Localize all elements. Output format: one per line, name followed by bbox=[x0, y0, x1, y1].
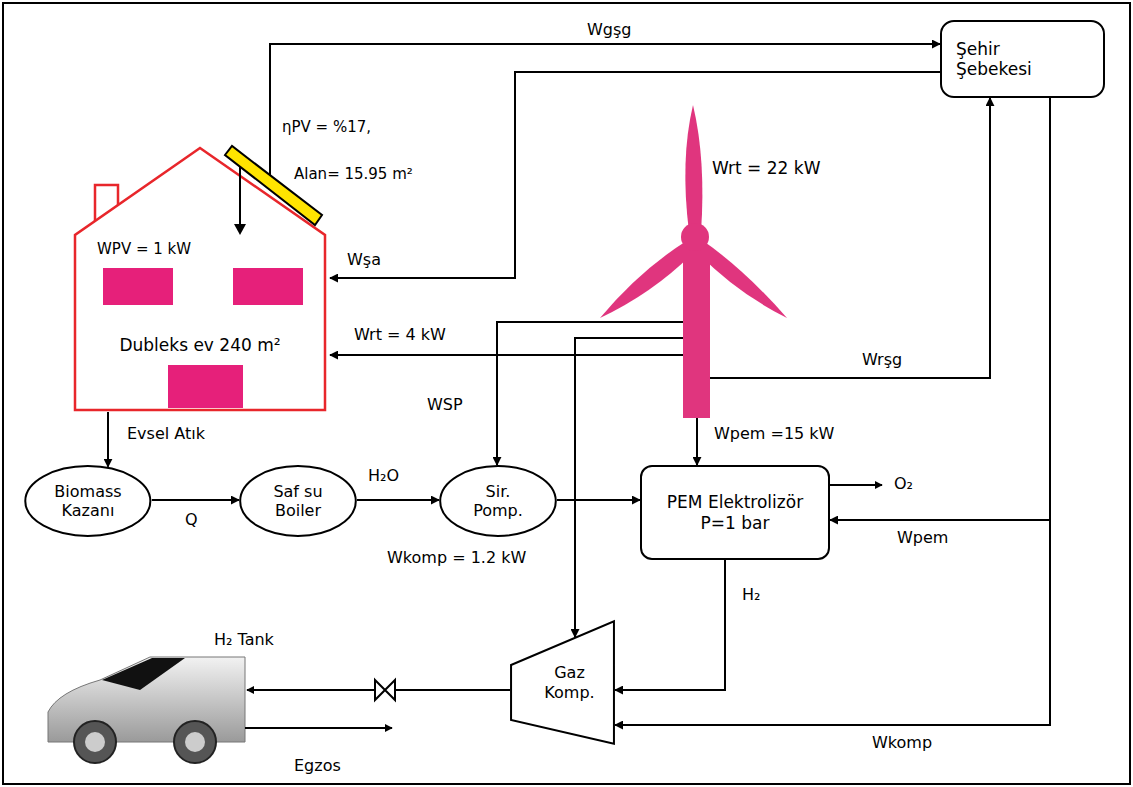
connector bbox=[107, 412, 109, 467]
edge-label: Wşa bbox=[345, 250, 383, 269]
valve-symbol bbox=[375, 680, 395, 700]
grid-box: Şehir Şebekesi bbox=[940, 20, 1105, 98]
edge-label: Wkomp bbox=[870, 733, 934, 752]
connector bbox=[615, 98, 1050, 725]
edge-label: H₂ bbox=[740, 585, 762, 604]
wind-turbine: Wrt = 22 kW bbox=[590, 100, 840, 418]
edge-label: Wpem bbox=[895, 528, 950, 547]
connector bbox=[557, 499, 640, 501]
electrolyzer-box: PEM Elektrolizör P=1 bar bbox=[640, 465, 830, 560]
node-text: Biomass Kazanı bbox=[49, 482, 127, 520]
node-text: Şehir Şebekesi bbox=[956, 39, 1056, 80]
node-text: Wrt = 22 kW bbox=[712, 158, 820, 178]
edge-label: H₂O bbox=[366, 466, 401, 485]
annotation: WPV = 1 kW bbox=[95, 240, 193, 258]
annotation: Egzos bbox=[292, 756, 343, 775]
node-text: Saf su Boiler bbox=[262, 482, 333, 520]
connector bbox=[330, 72, 940, 278]
edge-label: Wrşg bbox=[860, 350, 904, 369]
node-text: Sir. Pomp. bbox=[462, 482, 533, 520]
boiler-ellipse: Saf su Boiler bbox=[239, 465, 357, 537]
node-text: Gaz Komp. bbox=[539, 663, 601, 701]
annotation: O₂ bbox=[892, 474, 915, 493]
pump-ellipse: Sir. Pomp. bbox=[439, 465, 557, 537]
wind-turbine-drawing bbox=[590, 100, 840, 418]
annotation: Alan= 15.95 m² bbox=[292, 165, 415, 183]
connector bbox=[575, 338, 590, 637]
connector bbox=[830, 98, 1050, 520]
frame bbox=[3, 3, 1130, 784]
edge-label: WSP bbox=[425, 395, 465, 414]
annotation: ηPV = %17, bbox=[280, 118, 373, 136]
house-drawing bbox=[70, 140, 330, 412]
connector bbox=[840, 98, 990, 378]
connector bbox=[152, 499, 239, 501]
connector bbox=[270, 44, 940, 140]
edge-label: Wrt = 4 kW bbox=[352, 325, 448, 344]
connector bbox=[696, 418, 698, 465]
edge-label: Q bbox=[183, 510, 200, 529]
node-text: Dubleks ev 240 m² bbox=[70, 335, 330, 355]
house: Dubleks ev 240 m² bbox=[70, 140, 330, 412]
connector bbox=[497, 322, 590, 465]
boiler-ellipse: Biomass Kazanı bbox=[24, 465, 152, 537]
edge-label: Wgşg bbox=[585, 20, 633, 39]
compressor-symbol: Gaz Komp. bbox=[510, 620, 615, 745]
car bbox=[48, 657, 245, 763]
edge-label: Wkomp = 1.2 kW bbox=[385, 548, 528, 567]
connector bbox=[357, 499, 439, 501]
connector bbox=[330, 354, 590, 356]
node-text: PEM Elektrolizör P=1 bar bbox=[653, 492, 818, 533]
annotation: H₂ Tank bbox=[212, 630, 276, 649]
edge-label: Wpem =15 kW bbox=[712, 424, 836, 443]
connector bbox=[615, 560, 725, 690]
edge-label: Evsel Atık bbox=[125, 424, 207, 443]
